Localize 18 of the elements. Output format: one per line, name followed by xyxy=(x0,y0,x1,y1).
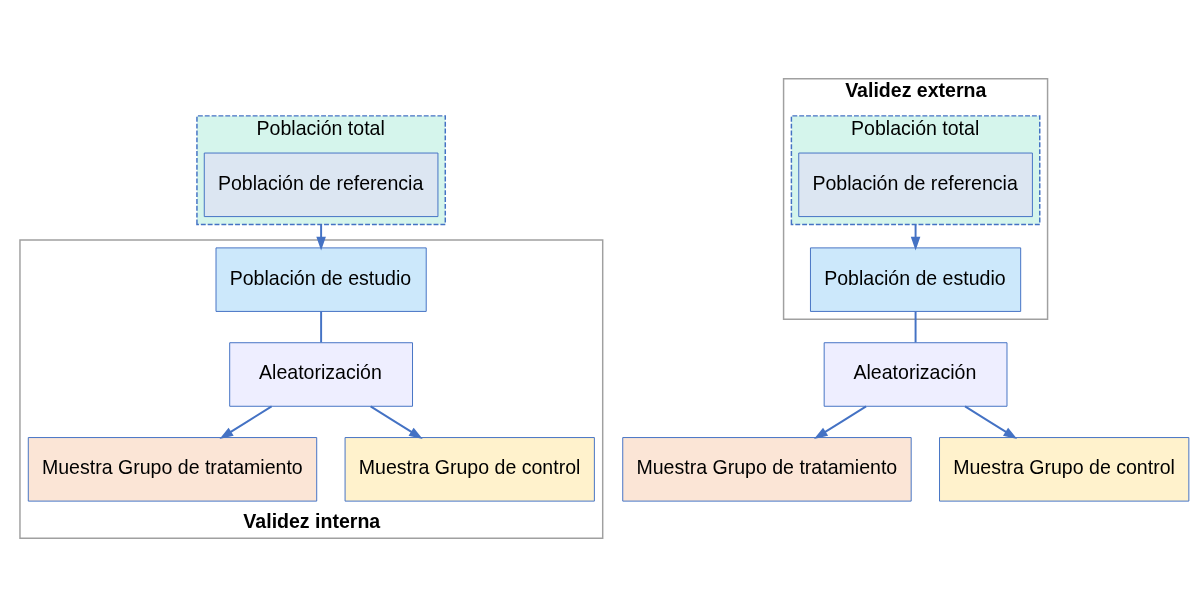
arrow xyxy=(910,222,921,251)
node-box: Muestra Grupo de tratamiento xyxy=(27,436,318,502)
node-box: Población de estudio xyxy=(215,246,427,312)
connector xyxy=(320,310,323,343)
node-box: Muestra Grupo de control xyxy=(344,436,595,502)
arrow xyxy=(964,404,1018,439)
node-box: Población de estudio xyxy=(810,246,1022,312)
node-box: Muestra Grupo de tratamiento xyxy=(622,436,912,502)
arrow xyxy=(316,222,326,251)
arrow xyxy=(369,404,423,439)
node-box: Aleatorización xyxy=(229,341,413,407)
connector xyxy=(914,310,917,343)
node-box: Población de referencia xyxy=(798,152,1033,217)
arrow xyxy=(813,404,868,439)
arrow xyxy=(219,404,273,439)
node-box: Aleatorización xyxy=(823,341,1008,407)
node-box: Muestra Grupo de control xyxy=(939,436,1190,502)
node-box: Población de referencia xyxy=(203,152,439,217)
